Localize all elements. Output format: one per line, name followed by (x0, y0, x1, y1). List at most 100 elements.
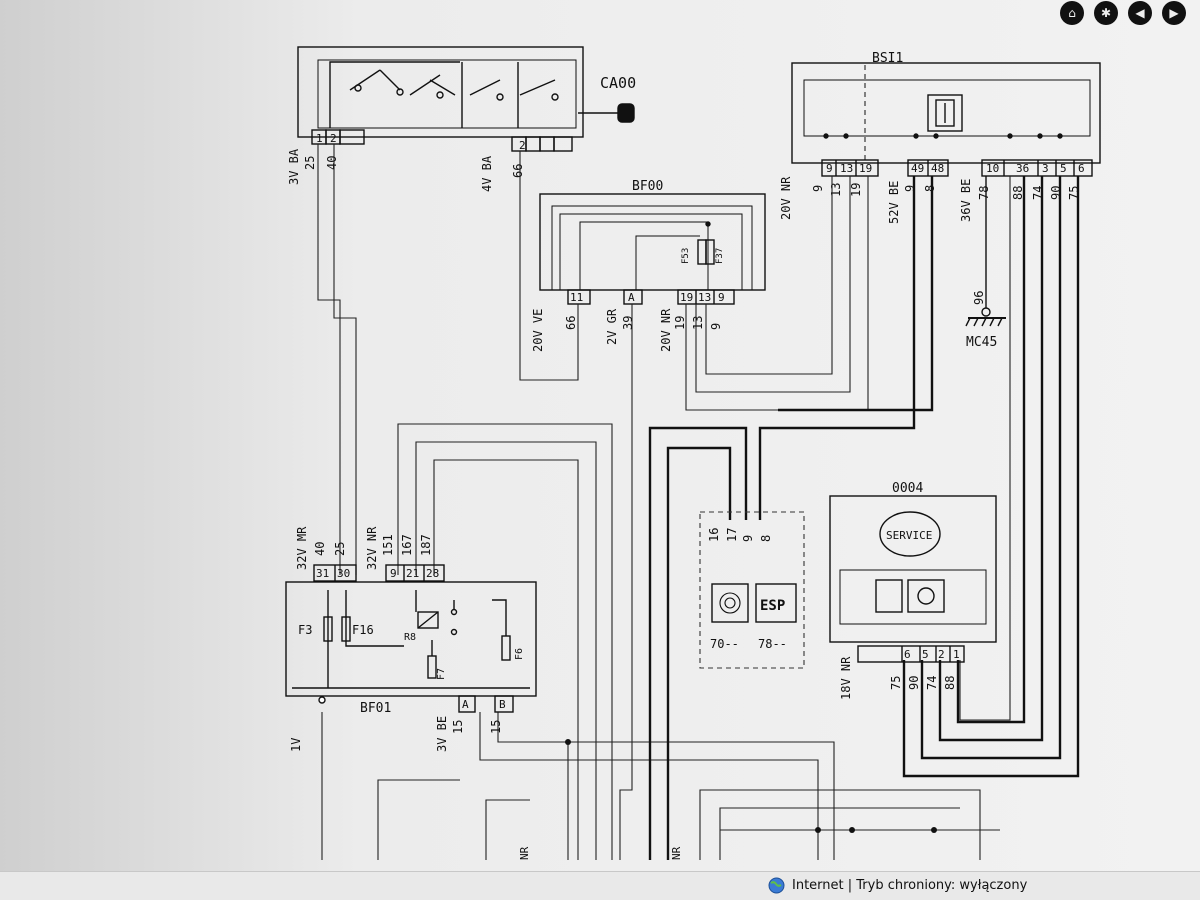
bf00-b-wire-39: 39 (621, 316, 635, 330)
bf01-b-wire-151: 151 (381, 534, 395, 556)
bf01-pin-28: 28 (426, 567, 439, 580)
bf00-pin-19: 19 (680, 291, 693, 304)
globe-icon (768, 877, 785, 894)
ca00-left-wire-40: 40 (325, 156, 339, 170)
bf01-pin-30: 30 (337, 567, 350, 580)
bf01-pin-b: B (499, 698, 506, 711)
bsi1-pin-5: 5 (1060, 162, 1067, 175)
bf01-relay-r8: R8 (404, 632, 416, 643)
bsi1-pin-6: 6 (1078, 162, 1085, 175)
bf01-ground-label: 1V (289, 738, 303, 752)
esp-pin-16: 16 (707, 528, 721, 542)
bf00-a-wire-66: 66 (564, 316, 578, 330)
bsi1-conn-a-label: 20V NR (779, 176, 793, 220)
ca00-left-conn-label: 3V BA (287, 148, 301, 185)
ca00-pin-2: 2 (330, 132, 337, 145)
bsi1-c-wire-78: 78 (977, 186, 991, 200)
bsi1-pin-48: 48 (931, 162, 944, 175)
bsi1-pin-10: 10 (986, 162, 999, 175)
bsi1-b-wire-9: 9 (903, 185, 917, 192)
bf00-fuse-f37: F37 (715, 248, 725, 264)
i0004-wire-75: 75 (889, 676, 903, 690)
bottom-nr-label-1: NR (518, 846, 531, 860)
bf01-label: BF01 (360, 701, 391, 716)
wire-junctions (565, 739, 937, 833)
bf00-pin-11: 11 (570, 291, 583, 304)
esp-code-78: 78-- (758, 637, 787, 651)
i0004-wire-90: 90 (907, 676, 921, 690)
bsi1-unit (791, 62, 1101, 177)
bf01-bottom-conn-label: 3V BE (435, 716, 449, 752)
bf00-conn-a-label: 20V VE (531, 309, 545, 352)
esp-unit (699, 511, 805, 669)
bf01-bottom-wire-15b: 15 (489, 720, 503, 734)
bsi1-pin-3: 3 (1042, 162, 1049, 175)
viewer-toolbar: ⌂ ✱ ◀ ▶ (1060, 0, 1186, 26)
bsi1-pin-49: 49 (911, 162, 924, 175)
bf01-conn-b-label: 32V NR (365, 526, 379, 570)
i0004-pin-5: 5 (922, 648, 929, 661)
mc45-wire-96: 96 (972, 291, 986, 305)
mc45-ground (965, 176, 1006, 327)
bf01-fuse-f3: F3 (298, 623, 312, 637)
bsi1-pin-36: 36 (1016, 162, 1029, 175)
bf01-pin-31: 31 (316, 567, 329, 580)
bf00-conn-c-label: 20V NR (659, 308, 673, 352)
bf01-fuse-f7: F7 (436, 668, 447, 680)
bf01-a-wire-40: 40 (313, 542, 327, 556)
mc45-label: MC45 (966, 335, 997, 350)
bf01-pin-9: 9 (390, 567, 397, 580)
status-text: Internet | Tryb chroniony: wyłączony (792, 878, 1028, 893)
i0004-wire-74: 74 (925, 676, 939, 690)
i0004-conn-label: 18V NR (839, 656, 853, 700)
bf00-c-wire-13: 13 (691, 316, 705, 330)
bsi1-a-wire-9: 9 (811, 185, 825, 192)
back-icon[interactable]: ◀ (1128, 1, 1152, 25)
forward-icon[interactable]: ▶ (1162, 1, 1186, 25)
bf00-pin-a: A (628, 291, 635, 304)
bottom-nr-label-2: NR (670, 846, 683, 860)
esp-pin-17: 17 (725, 528, 739, 542)
ca00-right-conn-label: 4V BA (480, 155, 494, 192)
i0004-label: 0004 (892, 481, 923, 496)
bf00-pin-13: 13 (698, 291, 711, 304)
bf00-conn-b-label: 2V GR (605, 308, 619, 345)
bsi1-conn-b-label: 52V BE (887, 181, 901, 224)
bsi1-pin-9: 9 (826, 162, 833, 175)
bf01-ground-terminal (318, 696, 326, 704)
i0004-wire-88: 88 (943, 676, 957, 690)
bf00-fuse-f53: F53 (681, 248, 691, 264)
i0004-pin-6: 6 (904, 648, 911, 661)
i0004-pin-1: 1 (953, 648, 960, 661)
bsi1-a-wire-13: 13 (829, 183, 843, 197)
ca00-label: CA00 (600, 74, 636, 92)
service-label: SERVICE (886, 529, 932, 542)
bsi1-a-wire-19: 19 (849, 183, 863, 197)
wires-thin (317, 144, 1011, 860)
bsi1-c-wire-88: 88 (1011, 186, 1025, 200)
home-icon[interactable]: ⌂ (1060, 1, 1084, 25)
ca00-switch (297, 46, 635, 152)
ca00-right-wire-66: 66 (511, 164, 525, 178)
bsi1-b-wire-8: 8 (923, 185, 937, 192)
wires-thick (648, 176, 1080, 860)
ca00-pin-2b: 2 (519, 139, 526, 152)
bsi1-label: BSI1 (872, 51, 903, 66)
esp-icon-label: ESP (760, 598, 785, 614)
bf01-fuse-f6: F6 (514, 648, 525, 660)
settings-icon[interactable]: ✱ (1094, 1, 1118, 25)
bf00-c-wire-9: 9 (709, 323, 723, 330)
bf01-a-wire-25: 25 (333, 542, 347, 556)
i0004-pin-2: 2 (938, 648, 945, 661)
browser-status-bar: Internet | Tryb chroniony: wyłączony (0, 871, 1200, 900)
ca00-pin-1: 1 (316, 132, 323, 145)
bf01-pin-a: A (462, 698, 469, 711)
bf00-c-wire-19: 19 (673, 316, 687, 330)
bsi1-conn-c-label: 36V BE (959, 179, 973, 222)
ca00-left-wire-25: 25 (303, 156, 317, 170)
esp-pin-9: 9 (741, 535, 755, 542)
bf00-label: BF00 (632, 179, 663, 194)
bf01-b-wire-167: 167 (400, 534, 414, 556)
